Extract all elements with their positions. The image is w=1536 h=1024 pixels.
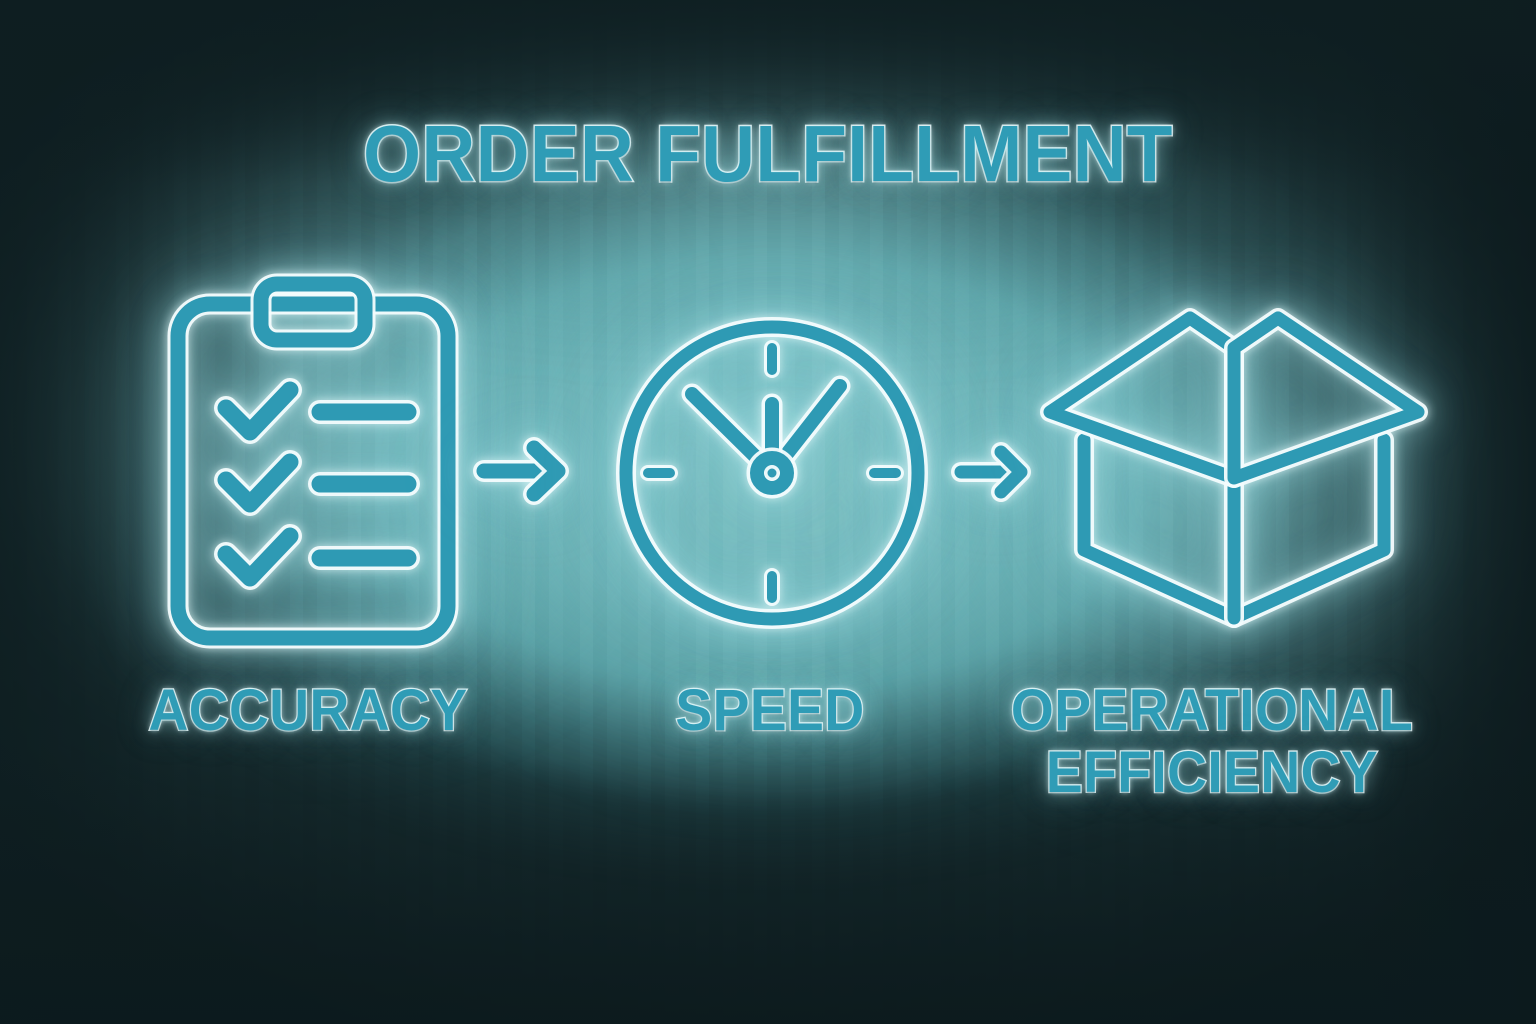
box-flap-right — [1224, 308, 1428, 488]
clock-icon — [612, 312, 932, 634]
step-label-efficiency: OPERATIONAL EFFICIENCY — [965, 678, 1459, 805]
arrow-right-icon — [473, 437, 578, 505]
clock-ring — [616, 317, 928, 629]
arrow-head — [991, 442, 1031, 502]
clipboard-board — [167, 293, 459, 649]
arrow-right-icon — [951, 442, 1038, 502]
clipboard-check-3 — [214, 524, 302, 590]
arrow-head — [523, 437, 569, 505]
step-label-accuracy: ACCURACY — [147, 678, 468, 743]
clock-center-hub — [746, 447, 798, 499]
clipboard-clip — [250, 273, 376, 351]
step-label-efficiency-line2: EFFICIENCY — [1045, 740, 1379, 805]
page-title: ORDER FULFILLMENT — [362, 109, 1174, 198]
clipboard-checklist-icon — [167, 273, 459, 650]
open-box-icon — [1040, 300, 1428, 630]
clipboard-check-1 — [214, 378, 302, 444]
step-label-efficiency-line1: OPERATIONAL — [1010, 678, 1414, 743]
clipboard-check-2 — [214, 450, 302, 516]
step-label-speed: SPEED — [674, 678, 865, 743]
